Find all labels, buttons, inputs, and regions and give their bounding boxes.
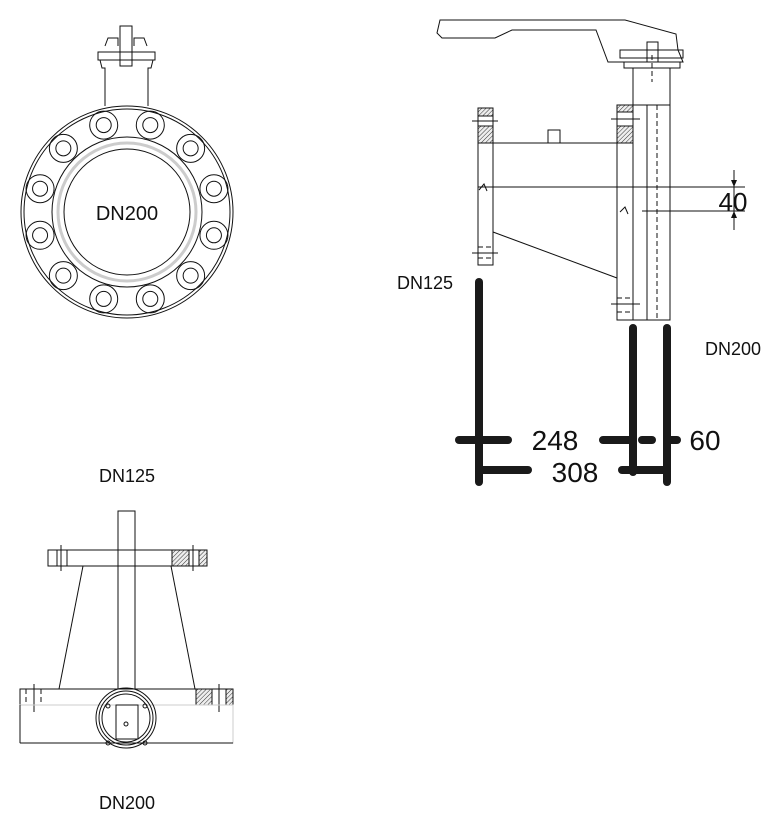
bolt-hole [32, 180, 49, 197]
bolt-hole [205, 227, 222, 244]
dimension-60: 60 [689, 425, 720, 456]
lever-handle [436, 19, 684, 63]
bolt-hole [55, 267, 72, 284]
dimension-lines [455, 278, 681, 486]
top-inlet-label: DN125 [99, 466, 155, 486]
bolt-hole [32, 227, 49, 244]
actuator-top [97, 25, 156, 106]
top-outlet-label: DN200 [99, 793, 155, 813]
bolt-lug [89, 110, 119, 140]
bolt-lug [176, 261, 206, 291]
dimension-248: 248 [532, 425, 579, 456]
flange-outer [20, 105, 234, 319]
bolt-lug [48, 261, 78, 291]
bolt-lug [25, 174, 55, 204]
bolt-lug [199, 220, 229, 250]
side-view: 40 DN125 DN200 248 60 308 [397, 19, 761, 488]
bolt-hole [182, 140, 199, 157]
bolt-lug [89, 284, 119, 314]
bolt-hole [55, 140, 72, 157]
side-inlet-label: DN125 [397, 273, 453, 293]
side-outlet-label: DN200 [705, 339, 761, 359]
front-view-label: DN200 [96, 203, 158, 225]
bore [63, 148, 191, 276]
bolt-lug [199, 174, 229, 204]
bolt-lug [25, 220, 55, 250]
bolt-lug [176, 133, 206, 163]
bolt-lug [135, 284, 165, 314]
bolt-hole [142, 290, 159, 307]
lever-top [117, 510, 136, 690]
dimension-308: 308 [552, 457, 599, 488]
bolt-lug [48, 133, 78, 163]
bolt-hole [182, 267, 199, 284]
bolt-hole [95, 117, 112, 134]
bolt-holes [25, 110, 229, 314]
valve-body [646, 104, 671, 321]
bolt-hole [205, 180, 222, 197]
front-view: DN200 [20, 25, 234, 319]
bolt-hole [95, 290, 112, 307]
top-view: DN125 DN200 [19, 466, 234, 813]
bolt-hole [142, 117, 159, 134]
offset-dimension: 40 [719, 187, 748, 217]
bolt-lug [135, 110, 165, 140]
